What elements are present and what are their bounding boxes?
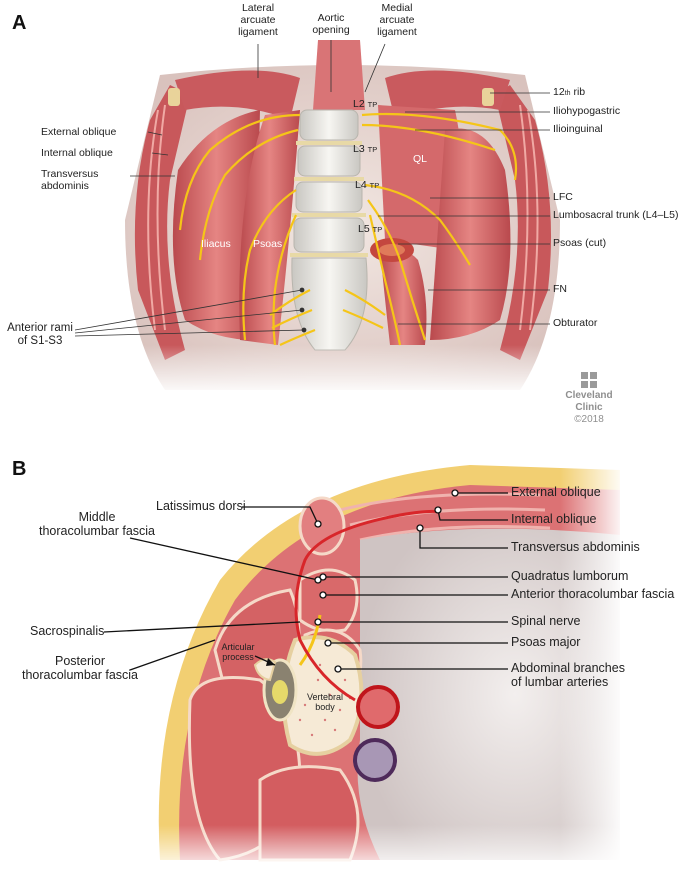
rib-number: 12: [553, 86, 565, 98]
panel-b: B Latissimus dorsi Middle thoracolumbar …: [0, 440, 685, 873]
label-lumbosacral-trunk: Lumbosacral trunk (L4–L5): [553, 209, 679, 221]
label-internal-oblique-a: Internal oblique: [41, 147, 113, 159]
label-anterior-rami: Anterior rami of S1-S3: [7, 322, 73, 348]
label-l5-tp: L5 TP: [358, 223, 382, 235]
label-psoas: Psoas: [253, 238, 283, 250]
label-posterior-thoracolumbar-fascia: Posterior thoracolumbar fascia: [21, 654, 139, 683]
label-aortic-opening: Aortic opening: [312, 12, 350, 37]
rib-word: rib: [573, 86, 586, 98]
label-transversus-abdominis-a: Transversus abdominis: [41, 168, 99, 193]
label-abdominal-branches-lumbar-arteries: Abdominal branches of lumbar arteries: [511, 661, 625, 690]
label-medial-arcuate-ligament: Medial arcuate ligament: [377, 2, 417, 39]
label-iliohypogastric: Iliohypogastric: [553, 105, 621, 117]
label-articular-process: Articular process: [221, 642, 255, 663]
panel-b-illustration: [103, 440, 625, 873]
label-external-oblique-a: External oblique: [41, 126, 117, 138]
label-middle-thoracolumbar-fascia: Middle thoracolumbar fascia: [38, 510, 156, 539]
panel-b-fade-right: [560, 440, 625, 873]
aortic-crus: [313, 40, 365, 110]
psoas-right-lower: [380, 248, 427, 345]
tp-abbrev: TP: [369, 181, 380, 190]
spinal-cord: [272, 680, 288, 704]
label-fn: FN: [553, 283, 567, 295]
label-spinal-nerve: Spinal nerve: [511, 614, 581, 628]
label-psoas-major: Psoas major: [511, 635, 581, 649]
panel-b-leader-lines: [103, 489, 508, 673]
tp-abbrev: TP: [367, 145, 378, 154]
label-psoas-cut: Psoas (cut): [553, 237, 607, 249]
panel-a-fade: [120, 345, 570, 395]
iliacus-left: [172, 110, 260, 340]
ribs-12-left: [168, 88, 180, 106]
panel-label-b: B: [12, 458, 27, 480]
logo-name: Cleveland Clinic: [565, 390, 613, 413]
iliacus-right: [430, 128, 511, 340]
ribs-12-right: [482, 88, 494, 106]
abdominal-cavity: [357, 528, 620, 860]
lumbar-artery: [294, 509, 441, 702]
tp-abbrev: TP: [372, 225, 383, 234]
label-iliacus: Iliacus: [201, 238, 231, 250]
label-lfc: LFC: [553, 191, 573, 203]
cleveland-clinic-mark-icon: [581, 372, 597, 388]
psoas-left: [239, 110, 300, 345]
label-l2-tp: L2 TP: [353, 98, 377, 110]
tp-abbrev: TP: [367, 100, 378, 109]
l4-name: L4: [355, 179, 367, 191]
panel-a-leader-lines: [74, 40, 550, 337]
label-latissimus-dorsi: Latissimus dorsi: [156, 499, 246, 513]
inferior-vena-cava: [353, 738, 397, 782]
aorta: [356, 685, 400, 729]
label-vertebral-body: Vertebral body: [306, 692, 344, 713]
panel-a-illustration: [74, 40, 570, 395]
panel-a: A Lateral arcuate ligament Aortic openin…: [7, 2, 679, 426]
lateral-wall-left-stripes: [147, 104, 166, 331]
label-l3-tp: L3 TP: [353, 143, 377, 155]
l3-name: L3: [353, 143, 365, 155]
label-quadratus-lumborum: Quadratus lumborum: [511, 569, 629, 583]
cleveland-clinic-logo: Cleveland Clinic ©2018: [554, 372, 624, 426]
psoas-cut-inner: [379, 244, 405, 256]
l5-name: L5: [358, 223, 370, 235]
diaphragm-left: [175, 70, 300, 120]
label-ilioinguinal: Ilioinguinal: [553, 123, 603, 135]
panel-b-fade-bottom: [150, 825, 625, 873]
lumbar-plexus-nerves: [178, 112, 518, 346]
label-transversus-abdominis-b: Transversus abdominis: [511, 540, 640, 554]
label-ql: QL: [413, 153, 428, 165]
lateral-wall-left: [134, 85, 190, 360]
label-l4-tp: L4 TP: [355, 179, 379, 191]
l2-name: L2: [353, 98, 365, 110]
lateral-wall-right: [495, 85, 552, 360]
label-internal-oblique-b: Internal oblique: [511, 512, 597, 526]
label-sacrospinalis: Sacrospinalis: [30, 624, 105, 638]
logo-copyright: ©2018: [574, 414, 604, 425]
label-12th-rib: 12th rib: [553, 86, 585, 98]
arrow-head: [266, 658, 275, 666]
lateral-wall-right-stripes: [519, 104, 539, 331]
label-lateral-arcuate-ligament: Lateral arcuate ligament: [238, 2, 278, 39]
vertebral-column: [290, 109, 368, 351]
latissimus-dorsi: [298, 496, 346, 556]
label-obturator: Obturator: [553, 317, 598, 329]
label-external-oblique-b: External oblique: [511, 485, 601, 499]
panel-label-a: A: [12, 12, 27, 34]
label-anterior-thoracolumbar-fascia: Anterior thoracolumbar fascia: [511, 587, 675, 601]
rib-ordinal: th: [564, 90, 571, 97]
